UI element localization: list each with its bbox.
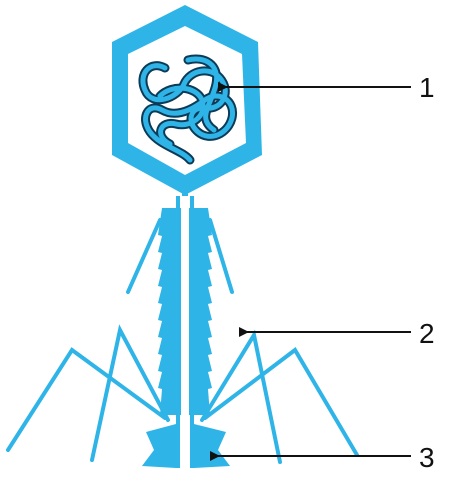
- callout-label-3: 3: [419, 442, 435, 473]
- head-capsid: [112, 5, 262, 201]
- callout-label-2: 2: [419, 318, 435, 349]
- callout-label-1: 1: [419, 72, 435, 103]
